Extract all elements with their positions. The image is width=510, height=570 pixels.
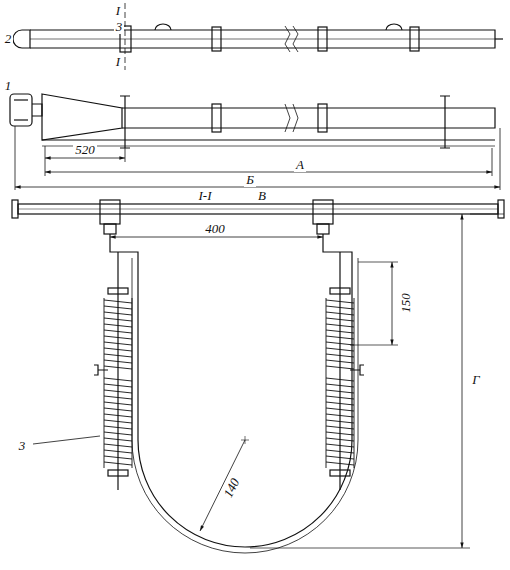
spring-coil (326, 432, 354, 435)
dimension: А (294, 158, 306, 172)
spring-coil (326, 336, 354, 339)
spring-coil (104, 330, 132, 333)
spring-coil (104, 390, 132, 393)
spring-coil (326, 318, 354, 321)
spring-coil (104, 336, 132, 339)
callout-number: 3 (114, 20, 125, 34)
spring-coil (104, 438, 132, 441)
spring-coil (104, 414, 132, 417)
spring-coil (326, 456, 354, 459)
spring-coil (326, 384, 354, 387)
section-title: I-I (197, 189, 214, 203)
spring-coil (104, 408, 132, 411)
spring-coil (104, 306, 132, 309)
spring-coil (326, 366, 354, 369)
front-view (10, 94, 495, 148)
spring-coil (104, 348, 132, 351)
spring-coil (326, 444, 354, 447)
spring-coil (326, 402, 354, 405)
dimension: 150 (399, 291, 413, 315)
spring-coil (326, 354, 354, 357)
dimension-lines (15, 126, 500, 190)
spring-coil (104, 342, 132, 345)
spring-coil (104, 456, 132, 459)
spring-outline (132, 298, 133, 468)
spring-coil (104, 462, 132, 465)
spring-coil (104, 420, 132, 423)
spring-outline (326, 298, 327, 468)
spring-coil (326, 300, 354, 303)
spring-coil (326, 396, 354, 399)
spring-coil (326, 420, 354, 423)
dimension: 400 (203, 222, 227, 236)
spring-coil (104, 432, 132, 435)
callout-number: 3 (17, 439, 28, 453)
spring-coil (326, 342, 354, 345)
spring-coil (104, 402, 132, 405)
spring-outline (104, 298, 105, 468)
spring-coil (326, 312, 354, 315)
spring-coil (326, 306, 354, 309)
spring-coil (326, 438, 354, 441)
spring-outline (354, 298, 355, 468)
spring-coil (104, 444, 132, 447)
spring-coil (326, 408, 354, 411)
spring-coil (326, 360, 354, 363)
spring-coil (104, 366, 132, 369)
spring-coil (326, 324, 354, 327)
spring-coil (326, 426, 354, 429)
callout-number: 1 (3, 79, 14, 93)
spring-coil (326, 330, 354, 333)
spring-coil (104, 312, 132, 315)
spring-coil (104, 318, 132, 321)
callout-number: 2 (3, 32, 14, 46)
top-view (13, 3, 503, 70)
spring-coil (104, 324, 132, 327)
spring-coil (104, 450, 132, 453)
spring-coil (104, 360, 132, 363)
spring-coil (326, 390, 354, 393)
dimension: 140 (220, 474, 243, 501)
spring-coil (104, 354, 132, 357)
section-mark: I (114, 4, 122, 18)
dimension: Б (244, 173, 256, 187)
spring-coil (104, 384, 132, 387)
spring-coil (326, 462, 354, 465)
dimension: Г (470, 373, 481, 387)
spring-coil (104, 426, 132, 429)
spring-coil (326, 348, 354, 351)
spring-coil (326, 450, 354, 453)
dimension: 520 (73, 143, 97, 157)
section-mark: I (114, 55, 122, 69)
spring-coil (104, 300, 132, 303)
dimension: В (256, 189, 268, 203)
spring-coil (104, 378, 132, 381)
spring-coil (326, 414, 354, 417)
spring-coil (104, 396, 132, 399)
spring-coil (326, 378, 354, 381)
section-view (12, 200, 504, 553)
